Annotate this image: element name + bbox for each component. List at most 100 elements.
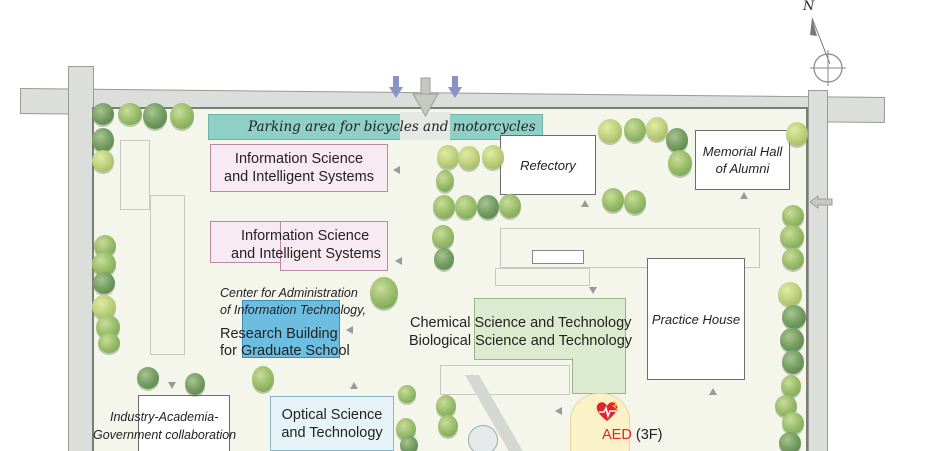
tree	[782, 412, 804, 434]
building-chem-bio-annex	[572, 358, 626, 394]
tree	[598, 119, 622, 143]
path	[495, 268, 590, 286]
tree	[92, 150, 114, 172]
east-road	[808, 90, 828, 451]
tree	[779, 432, 801, 451]
building-memorial-hall-line1: Memorial Hall	[702, 144, 783, 159]
building-optical[interactable]: Optical Science and Technology	[270, 396, 394, 451]
tree	[786, 122, 808, 146]
entry-arrow	[393, 166, 400, 174]
building-refectory-label: Refectory	[520, 157, 576, 173]
tree	[666, 128, 688, 152]
tree	[624, 118, 646, 142]
tree	[396, 418, 416, 440]
building-info-sci-2-line1: Information Science	[241, 228, 370, 244]
center-admin-line2: of Information Technology,	[220, 303, 366, 317]
building-chem-bio[interactable]	[474, 298, 626, 360]
tree	[646, 117, 668, 141]
tree	[92, 128, 114, 152]
path	[120, 140, 150, 210]
tree	[185, 373, 205, 395]
building-practice-house[interactable]: Practice House	[647, 258, 745, 380]
building-info-sci-1[interactable]: Information Science and Intelligent Syst…	[210, 144, 388, 192]
tree	[624, 190, 646, 214]
tree	[438, 415, 458, 437]
tree	[780, 328, 804, 352]
tree	[668, 150, 692, 176]
building-info-sci-1-line2: and Intelligent Systems	[224, 169, 374, 185]
path	[150, 195, 185, 355]
tree	[499, 194, 521, 218]
tree	[437, 145, 459, 169]
building-memorial-hall-line2: of Alumni	[715, 161, 770, 176]
tree	[602, 188, 624, 212]
building-optical-line2: and Technology	[281, 424, 383, 441]
research-building-line2: for Graduate School	[220, 343, 350, 359]
entry-arrow	[581, 200, 589, 207]
aed-heart-icon	[596, 400, 619, 421]
building-optical-line1: Optical Science	[281, 406, 383, 423]
tree	[781, 375, 801, 397]
tree	[780, 225, 804, 249]
tree	[455, 195, 477, 219]
tree	[137, 367, 159, 389]
aed-text: AED	[602, 427, 632, 443]
entry-arrow	[168, 382, 176, 389]
tree	[170, 103, 194, 129]
tree	[98, 333, 120, 353]
tree	[252, 366, 274, 392]
tree	[477, 195, 499, 219]
building-research-graduate[interactable]	[242, 300, 340, 358]
tree	[782, 205, 804, 227]
tree	[93, 272, 115, 294]
tree	[775, 395, 797, 417]
building-info-sci-2-west	[210, 221, 282, 263]
tree	[782, 305, 806, 329]
chem-bio-line2: Biological Science and Technology	[409, 333, 633, 349]
compass-north-label: N	[803, 0, 815, 14]
tree	[370, 277, 398, 309]
path	[500, 228, 760, 268]
building-industry[interactable]	[138, 395, 230, 451]
tree	[433, 195, 455, 219]
tree	[778, 282, 802, 306]
tree	[400, 436, 418, 451]
chem-bio-line1: Chemical Science and Technology	[410, 315, 632, 331]
entrance-arrows	[389, 76, 462, 118]
building-info-sci-1-line1: Information Science	[234, 151, 364, 167]
research-building-line1: Research Building	[220, 326, 338, 342]
tree	[94, 235, 116, 257]
west-road	[68, 66, 94, 451]
tree	[482, 145, 504, 169]
tree	[782, 248, 804, 270]
entry-arrow	[589, 287, 597, 294]
entry-arrow	[346, 326, 353, 334]
entry-arrow	[350, 382, 358, 389]
center-admin-line1: Center for Administration	[220, 286, 358, 300]
building-memorial-hall[interactable]: Memorial Hall of Alumni	[695, 130, 790, 190]
building-info-sci-2[interactable]	[280, 221, 388, 271]
building-refectory[interactable]: Refectory	[500, 135, 596, 195]
parking-gate	[400, 112, 450, 140]
tree	[398, 385, 416, 403]
east-entrance-arrow	[810, 195, 833, 209]
entry-arrow	[395, 257, 402, 265]
building-info-sci-2-line2: and Intelligent Systems	[231, 246, 381, 262]
industry-line1: Industry-Academia-	[110, 410, 219, 424]
tree	[782, 350, 804, 374]
aed-label: AED (3F)	[602, 426, 662, 444]
tree	[143, 103, 167, 129]
parking-area	[208, 114, 543, 140]
compass-icon	[810, 17, 846, 86]
tree	[436, 170, 454, 192]
tree	[458, 146, 480, 170]
industry-line2: Government collaboration	[93, 428, 237, 442]
entry-arrow	[555, 407, 562, 415]
path	[440, 365, 570, 395]
entry-arrow	[740, 192, 748, 199]
building-small-center	[532, 250, 584, 264]
water-tank	[468, 425, 498, 451]
building-practice-house-label: Practice House	[651, 311, 741, 327]
tree	[92, 103, 114, 125]
